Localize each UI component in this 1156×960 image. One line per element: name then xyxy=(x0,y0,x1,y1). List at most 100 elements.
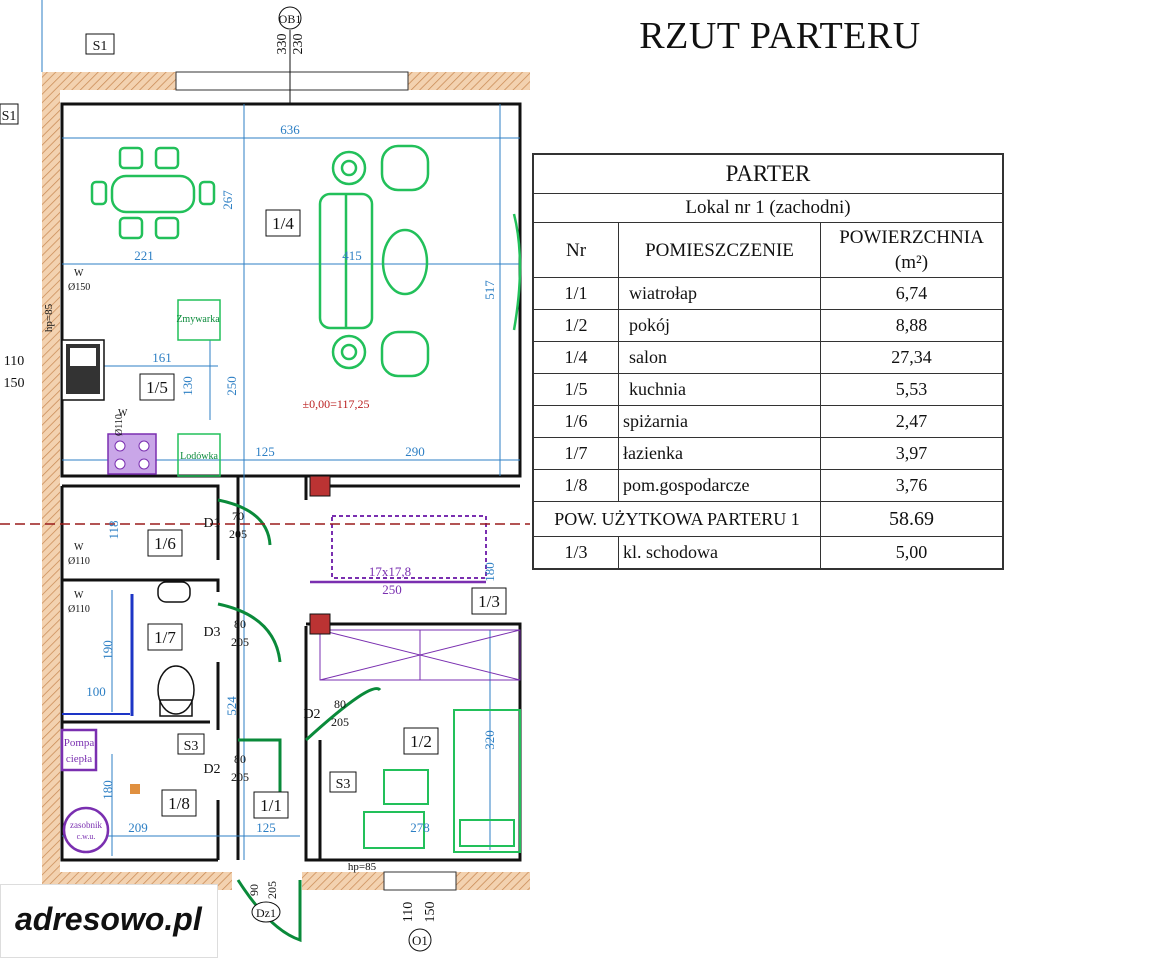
dimension-label: 180 xyxy=(100,780,115,800)
dimension-label: hp=85 xyxy=(348,861,377,873)
cell-nr: 1/2 xyxy=(533,309,619,342)
door-size: 205 xyxy=(229,527,247,541)
vent-label: Ø110 xyxy=(68,604,90,615)
total-label: POW. UŻYTKOWA PARTERU 1 xyxy=(533,501,821,537)
dimension-label: 110 xyxy=(4,354,24,369)
appliance-label: ciepła xyxy=(66,753,92,765)
cell-nr: 1/4 xyxy=(533,341,619,374)
room-label-18: 1/8 xyxy=(168,794,190,813)
dimension-label: 180 xyxy=(482,562,497,582)
vent-label: Ø110 xyxy=(114,414,125,436)
room-label-16: 1/6 xyxy=(154,534,176,553)
appliance-label: Lodówka xyxy=(180,451,218,462)
sofa-icon xyxy=(318,144,522,378)
vent-label: W xyxy=(74,268,84,279)
door-label: D3 xyxy=(203,625,220,640)
dimension-label: 125 xyxy=(256,820,276,835)
dimension-label: 250 xyxy=(224,376,239,396)
window-top xyxy=(175,71,409,91)
dz1-marker xyxy=(251,901,281,923)
window-bottom xyxy=(383,871,457,891)
room-label-11: 1/1 xyxy=(260,796,282,815)
cell-nr: 1/5 xyxy=(533,373,619,406)
cell-room: pom.gospodarcze xyxy=(618,469,821,502)
o1-marker xyxy=(408,928,432,952)
door-label: D2 xyxy=(303,707,320,722)
cell-nr: 1/1 xyxy=(533,277,619,310)
door-size: 80 xyxy=(334,697,346,711)
area-header-line2: (m²) xyxy=(894,252,929,273)
cell-room: wiatrołap xyxy=(618,277,821,310)
cell-area: 6,74 xyxy=(820,277,1003,310)
stove-icon xyxy=(107,433,157,475)
page-title: RZUT PARTERU xyxy=(639,15,921,57)
door-entry-gap xyxy=(232,872,302,890)
area-table: PARTER Lokal nr 1 (zachodni) Nr POMIESZC… xyxy=(532,153,1004,570)
window-label: O1 xyxy=(412,933,428,948)
dimension-label: 636 xyxy=(280,122,300,137)
appliance-label: zasobnik xyxy=(70,820,102,830)
cell-nr: 1/3 xyxy=(533,536,619,569)
dimension-label: 330 xyxy=(275,34,290,55)
cell-area: 2,47 xyxy=(820,405,1003,438)
dimension-label: hp=85 xyxy=(43,303,55,332)
door-size: 80 xyxy=(234,752,246,766)
dimension-label: 125 xyxy=(255,444,275,459)
area-header-line1: POWIERZCHNIA xyxy=(839,227,984,248)
dimension-label: 150 xyxy=(4,376,25,391)
dimension-label: 278 xyxy=(410,820,430,835)
appliance-label: Zmywarka xyxy=(176,314,220,325)
dimension-label: 517 xyxy=(482,280,497,300)
cell-room: łazienka xyxy=(618,437,821,470)
appliance-label: c.w.u. xyxy=(77,832,96,841)
dimension-label: 90 xyxy=(247,884,261,896)
appliance-label: Pompa xyxy=(64,737,95,749)
cell-area: 3,97 xyxy=(820,437,1003,470)
cell-nr: 1/7 xyxy=(533,437,619,470)
cell-area: 8,88 xyxy=(820,309,1003,342)
table-header: PARTER xyxy=(533,154,1003,194)
dimension-label: 230 xyxy=(291,34,306,55)
dimension-label: 320 xyxy=(482,730,497,750)
logo-text: adresowo.pl xyxy=(15,901,202,937)
dimension-label: 267 xyxy=(220,190,235,210)
dimension-label: 221 xyxy=(134,248,154,263)
cell-area: 5,00 xyxy=(820,536,1003,569)
column-icon xyxy=(309,613,331,635)
level-mark: ±0,00=117,25 xyxy=(303,397,370,411)
cell-area: 27,34 xyxy=(820,341,1003,374)
floor-plan: 1/4 1/5 1/6 1/7 1/8 1/1 1/2 1/3 S1 S1 S3… xyxy=(0,0,530,952)
heater-icon xyxy=(130,784,140,794)
dimension-label: 190 xyxy=(100,640,115,660)
cell-room: kl. schodowa xyxy=(618,536,821,569)
vent-label: W xyxy=(118,408,128,419)
kitchen-counter xyxy=(61,299,221,477)
door-size: 70 xyxy=(232,509,244,523)
ob1-marker xyxy=(278,6,302,30)
dimension-label: 290 xyxy=(405,444,425,459)
bed-icon xyxy=(363,709,521,853)
dimension-label: 110 xyxy=(401,902,416,922)
dimension-label: 118 xyxy=(106,520,121,539)
dimension-label: 161 xyxy=(152,350,172,365)
door-size: 205 xyxy=(231,770,249,784)
cell-room: spiżarnia xyxy=(618,405,821,438)
door-size: 205 xyxy=(231,635,249,649)
dimension-label: 100 xyxy=(86,684,106,699)
door-size: 205 xyxy=(331,715,349,729)
section-label: S1 xyxy=(93,39,108,54)
door-label: D1 xyxy=(203,516,220,531)
dimension-label: 150 xyxy=(423,902,438,923)
door-size: 80 xyxy=(234,617,246,631)
dining-table-icon xyxy=(90,146,216,240)
room-label-17: 1/7 xyxy=(154,628,176,647)
column-icon xyxy=(309,475,331,497)
vent-label: W xyxy=(74,542,84,553)
doors xyxy=(217,498,382,943)
cell-room: pokój xyxy=(618,309,821,342)
